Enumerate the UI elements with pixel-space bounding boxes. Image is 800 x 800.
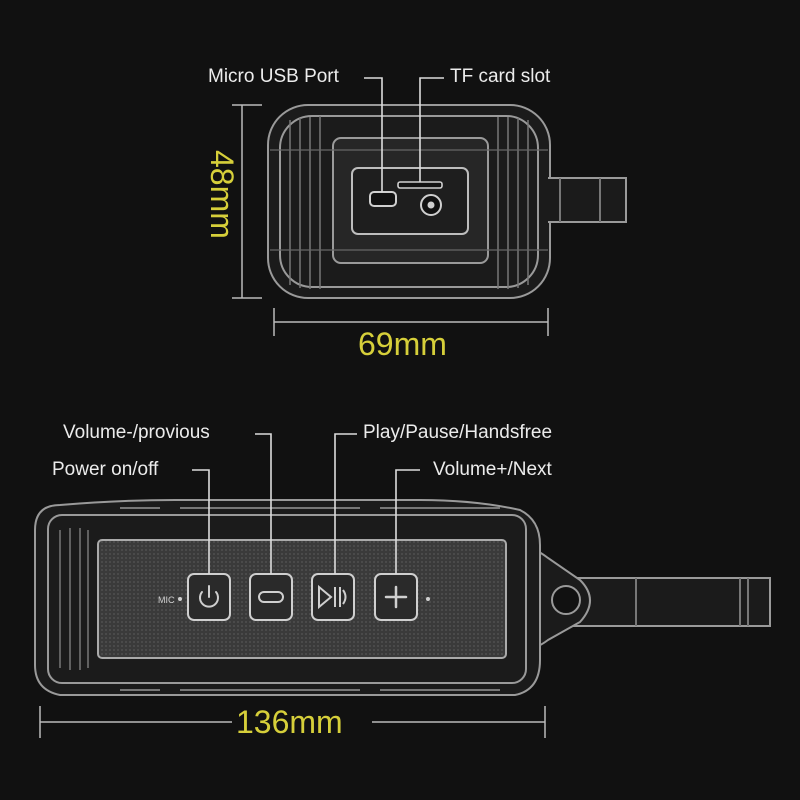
label-play-pause: Play/Pause/Handsfree xyxy=(363,422,553,443)
front-view-strap xyxy=(520,548,771,649)
minus-icon xyxy=(258,591,284,603)
dimension-height-48mm: 48mm xyxy=(204,150,240,239)
indicator-dot xyxy=(426,597,430,601)
dimension-69mm-lines xyxy=(273,308,549,336)
tf-card-slot xyxy=(397,181,443,189)
leader-volume-minus xyxy=(255,433,272,574)
play-pause-button[interactable] xyxy=(311,573,355,621)
mic-hole xyxy=(178,597,182,601)
label-volume-minus: Volume-/provious xyxy=(63,422,210,443)
volume-plus-button[interactable] xyxy=(374,573,418,621)
label-volume-plus: Volume+/Next xyxy=(433,459,552,480)
dimension-width-136mm: 136mm xyxy=(236,704,343,740)
dimension-136mm-lines xyxy=(39,706,546,738)
aux-jack-center xyxy=(427,201,435,209)
volume-minus-button[interactable] xyxy=(249,573,293,621)
label-power: Power on/off xyxy=(52,459,159,480)
micro-usb-port xyxy=(369,191,397,207)
power-button[interactable] xyxy=(187,573,231,621)
speaker-grille xyxy=(97,539,507,659)
play-pause-icon xyxy=(318,584,347,610)
power-icon xyxy=(199,585,219,608)
mic-marking: MIC xyxy=(158,595,175,605)
label-micro-usb-port: Micro USB Port xyxy=(208,66,339,87)
label-tf-card-slot: TF card slot xyxy=(450,66,551,87)
top-view-strap xyxy=(548,177,627,223)
leader-volume-plus xyxy=(395,469,420,574)
dimension-48mm-lines xyxy=(232,104,262,299)
plus-icon xyxy=(384,585,408,609)
leader-micro-usb xyxy=(364,77,383,192)
leader-tf-card xyxy=(419,77,444,182)
leader-power xyxy=(192,469,210,574)
leader-play-pause xyxy=(334,433,357,574)
dimension-width-69mm: 69mm xyxy=(358,326,447,362)
